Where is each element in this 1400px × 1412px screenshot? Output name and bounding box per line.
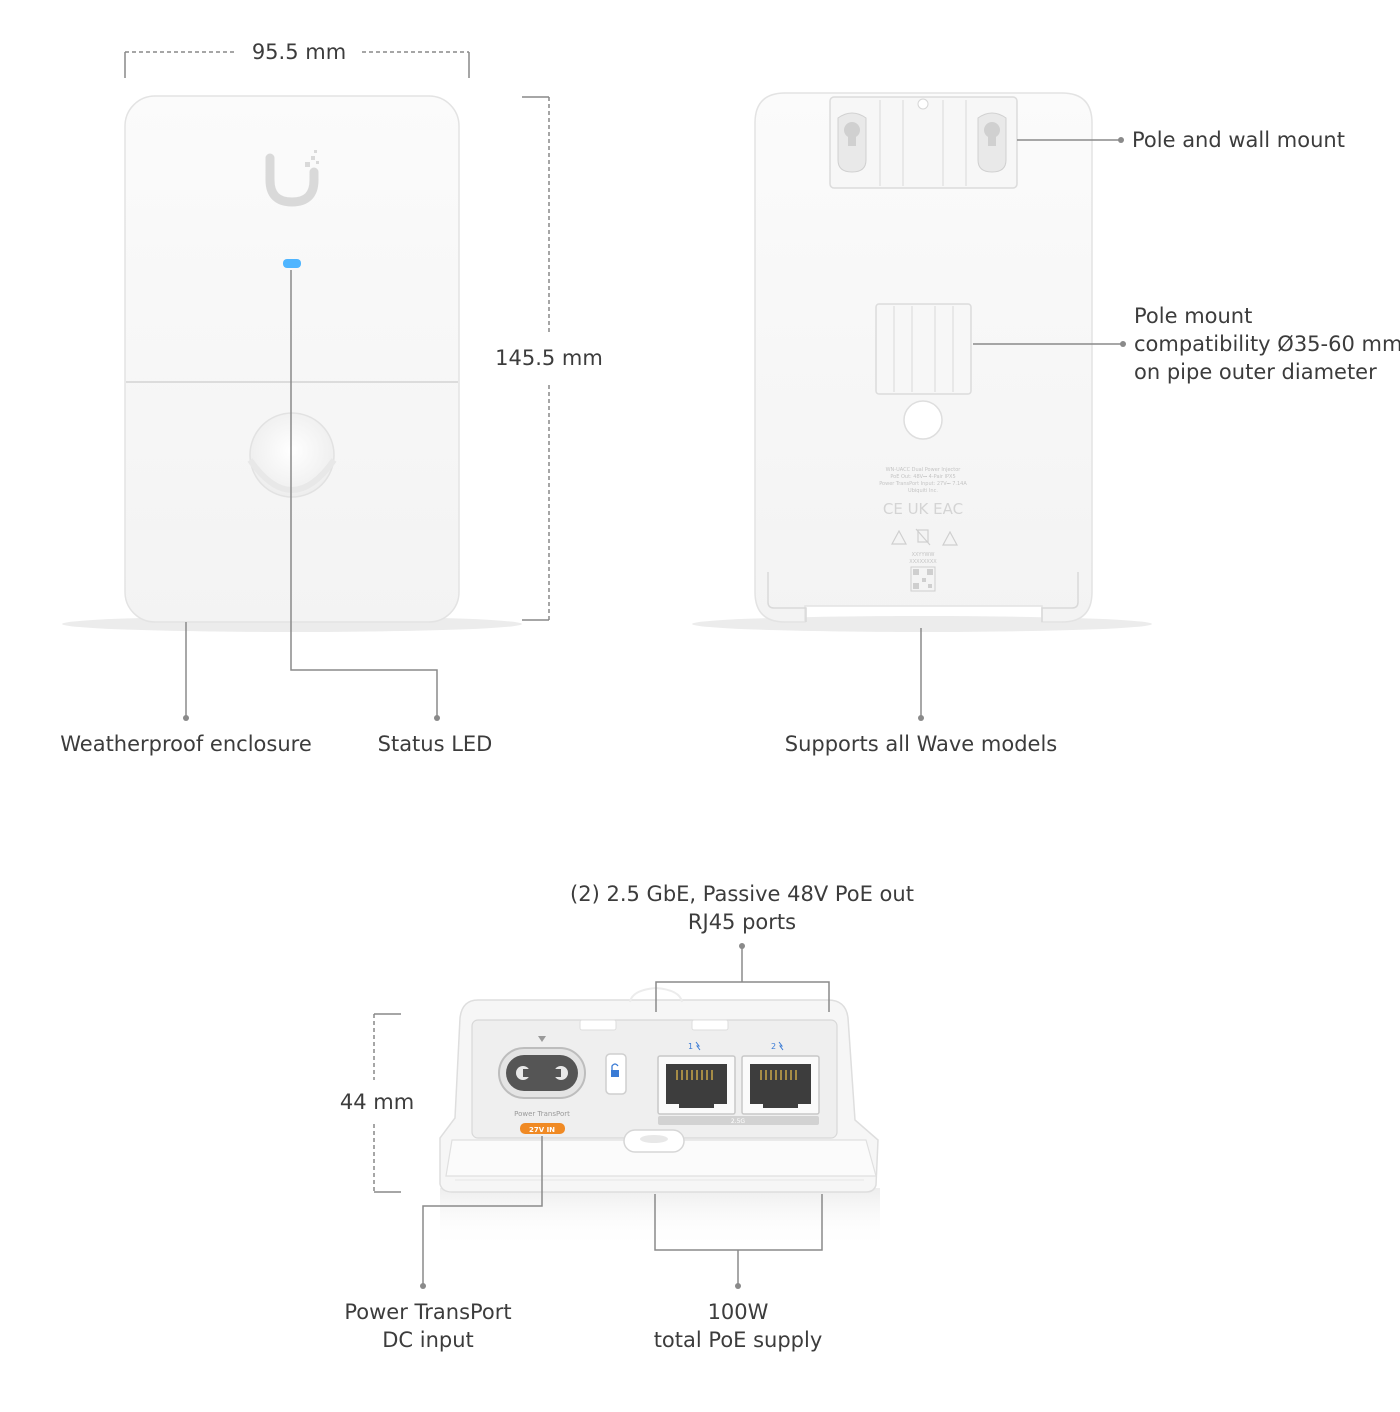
status-led-label: Status LED	[377, 732, 493, 756]
leader-dot	[1118, 137, 1124, 143]
pole-mount-label-line2: compatibility Ø35-60 mm	[1134, 332, 1400, 356]
pole-mount-clip	[875, 303, 972, 440]
dc-in-badge	[520, 1123, 565, 1134]
leader-dot	[735, 1283, 741, 1289]
height-dimension-line	[522, 96, 550, 621]
leader-dot	[434, 715, 440, 721]
lock-icon	[605, 1053, 627, 1095]
height-dimension-label: 145.5 mm	[495, 346, 603, 370]
power-transport-label-line2: DC input	[382, 1328, 474, 1352]
poe-supply-label-line2: total PoE supply	[653, 1328, 823, 1352]
port-number: 1	[688, 1042, 693, 1051]
status-led-icon	[283, 259, 301, 268]
ports-label-line1: (2) 2.5 GbE, Passive 48V PoE out	[570, 882, 914, 906]
dc-input-connector	[498, 1036, 586, 1099]
pole-mount-label-line1: Pole mount	[1134, 304, 1253, 328]
leader-dot	[918, 715, 924, 721]
pole-mount-label-line3: on pipe outer diameter	[1134, 360, 1377, 384]
wall-mount-bracket	[829, 96, 1018, 189]
leader-dot	[739, 943, 745, 949]
port-group-bar	[658, 1116, 819, 1125]
width-dimension-label: 95.5 mm	[251, 40, 347, 64]
weee-icon	[917, 529, 929, 543]
qr-code-icon	[910, 566, 936, 592]
ports-label-line2: RJ45 ports	[687, 910, 797, 934]
front-view	[62, 95, 522, 632]
rear-label: WN-UACC Dual Power Injector PoE Out: 48V…	[879, 467, 967, 592]
front-enclosure	[124, 95, 460, 623]
front-leaders	[185, 270, 438, 716]
latch-button	[623, 1129, 685, 1153]
rear-view: WN-UACC Dual Power Injector PoE Out: 48V…	[692, 92, 1152, 632]
rear-date: XXYYWW	[912, 552, 935, 558]
weatherproof-enclosure-label: Weatherproof enclosure	[60, 732, 312, 756]
cert-marks: CE UK EAC	[883, 500, 963, 518]
poe-supply-label-line1: 100W	[707, 1300, 769, 1324]
rj45-port-1: 1	[657, 1041, 736, 1115]
rear-serial: XXXXXXXX	[909, 559, 937, 565]
triangle-icon	[538, 1036, 546, 1042]
leader-dot	[183, 715, 189, 721]
bottom-height-dimension-label: 44 mm	[339, 1090, 415, 1114]
bottom-leaders	[422, 946, 830, 1284]
rear-leaders	[920, 139, 1121, 716]
pole-wall-mount-label: Pole and wall mount	[1132, 128, 1345, 152]
rear-label-line: Ubiquiti Inc.	[908, 488, 938, 494]
rear-label-line: WN-UACC Dual Power Injector	[886, 467, 962, 473]
rear-shadow	[692, 616, 1152, 632]
power-transport-label-line1: Power TransPort	[344, 1300, 512, 1324]
width-dimension-line	[124, 51, 470, 78]
warning-icon	[890, 529, 908, 545]
bottom-height-dimension-line	[373, 1013, 401, 1193]
dc-in-badge-text: 27V IN	[529, 1126, 555, 1134]
release-button	[247, 412, 337, 498]
rcm-icon	[941, 530, 959, 546]
leader-dot	[1120, 341, 1126, 347]
poe-bolt-icon	[778, 1041, 784, 1051]
port-number: 2	[771, 1042, 776, 1051]
rear-label-line: Power TransPort Input: 27V⎓ 7.14A	[879, 481, 967, 487]
power-transport-marking: Power TransPort	[514, 1110, 570, 1118]
leader-dot	[420, 1283, 426, 1289]
rj45-port-2: 2	[741, 1041, 820, 1115]
ubiquiti-logo-icon	[265, 150, 319, 207]
poe-bolt-icon	[695, 1041, 701, 1051]
port-group-label: 2.5G	[731, 1118, 746, 1125]
bottom-view: Power TransPort 27V IN 1 2	[439, 986, 880, 1248]
wave-models-label: Supports all Wave models	[784, 732, 1058, 756]
rear-label-line: PoE Out: 48V⎓ 4-Pair IPX5	[890, 474, 955, 480]
